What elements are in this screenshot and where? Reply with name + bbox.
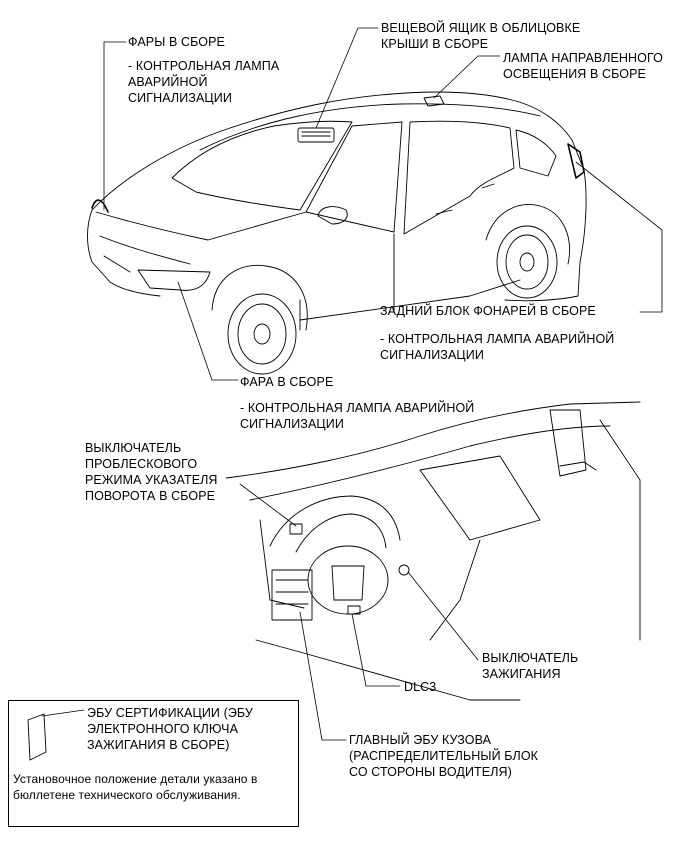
label-main-body-ecu: ГЛАВНЫЙ ЭБУ КУЗОВА (РАСПРЕДЕЛИТЕЛЬНЫЙ БЛ… — [349, 733, 539, 779]
label-headlight-hazard: - КОНТРОЛЬНАЯ ЛАМПА АВАРИЙНОЙ СИГНАЛИЗАЦ… — [240, 401, 475, 431]
label-roof-console-box: ВЕЩЕВОЙ ЯЩИК В ОБЛИЦОВКЕ КРЫШИ В СБОРЕ — [381, 21, 581, 51]
label-rear-combination-lamp: ЗАДНИЙ БЛОК ФОНАРЕЙ В СБОРЕ — [380, 304, 596, 318]
installation-note: Установочное положение детали указано в … — [13, 772, 258, 802]
label-headlights-hazard: - КОНТРОЛЬНАЯ ЛАМПА АВАРИЙНОЙ СИГНАЛИЗАЦ… — [128, 59, 280, 105]
label-hazard-switch: ВЫКЛЮЧАТЕЛЬ ПРОБЛЕСКОВОГО РЕЖИМА УКАЗАТЕ… — [85, 441, 218, 503]
label-spot-lamp: ЛАМПА НАПРАВЛЕННОГО ОСВЕЩЕНИЯ В СБОРЕ — [503, 51, 663, 81]
label-dlc3: DLC3 — [404, 680, 437, 694]
label-headlight-assy: ФАРА В СБОРЕ — [240, 375, 334, 389]
dashboard-drawing — [27, 401, 641, 761]
label-ignition-switch: ВЫКЛЮЧАТЕЛЬ ЗАЖИГАНИЯ — [482, 651, 579, 681]
label-headlights-assy: ФАРЫ В СБОРЕ — [128, 35, 225, 49]
label-certification-ecu: ЭБУ СЕРТИФИКАЦИИ (ЭБУ ЭЛЕКТРОННОГО КЛЮЧА… — [87, 706, 253, 752]
label-rear-lamp-hazard: - КОНТРОЛЬНАЯ ЛАМПА АВАРИЙНОЙ СИГНАЛИЗАЦ… — [380, 332, 615, 362]
leader-lines — [41, 27, 663, 741]
vehicle-drawing — [87, 91, 587, 375]
certification-ecu-note-box: ЭБУ СЕРТИФИКАЦИИ (ЭБУ ЭЛЕКТРОННОГО КЛЮЧА… — [8, 700, 299, 827]
